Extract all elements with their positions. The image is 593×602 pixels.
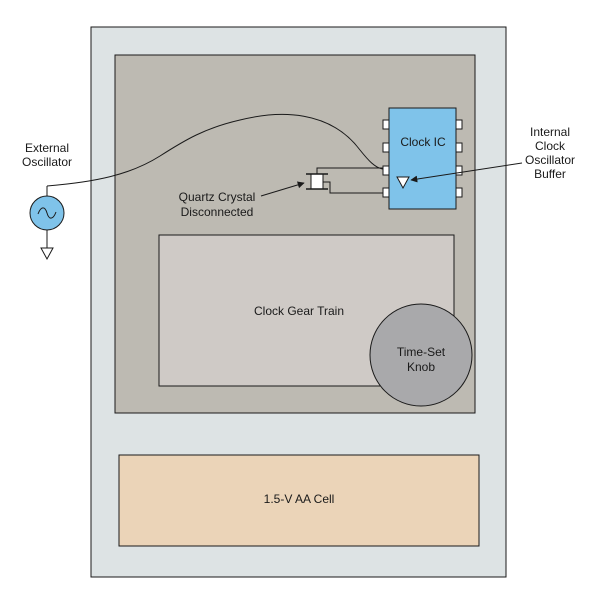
internal-buffer-label-3: Oscillator (525, 153, 575, 167)
battery-label: 1.5-V AA Cell (264, 492, 335, 506)
ground-symbol-icon (40, 247, 54, 261)
external-oscillator-label-2: Oscillator (22, 155, 72, 169)
external-oscillator-label-1: External (25, 141, 69, 155)
time-set-knob (369, 303, 473, 407)
quartz-crystal-icon (306, 173, 328, 190)
internal-buffer-arrow (410, 162, 523, 183)
time-set-knob-label-1: Time-Set (397, 345, 446, 359)
quartz-crystal-label-1: Quartz Crystal (179, 190, 256, 204)
quartz-crystal-arrow (260, 181, 305, 197)
external-oscillator-wire (46, 113, 384, 187)
battery-box (118, 454, 480, 547)
clock-ic-label: Clock IC (400, 135, 446, 149)
internal-buffer-label-4: Buffer (534, 167, 566, 181)
gear-train-label: Clock Gear Train (254, 304, 344, 318)
clock-ic (388, 107, 457, 210)
internal-buffer-label-2: Clock (535, 139, 566, 153)
quartz-crystal-label-2: Disconnected (181, 205, 254, 219)
triangle-buffer-icon (396, 176, 410, 190)
time-set-knob-label-2: Knob (407, 360, 435, 374)
sine-wave-glyph (37, 207, 57, 219)
internal-buffer-label-1: Internal (530, 125, 570, 139)
